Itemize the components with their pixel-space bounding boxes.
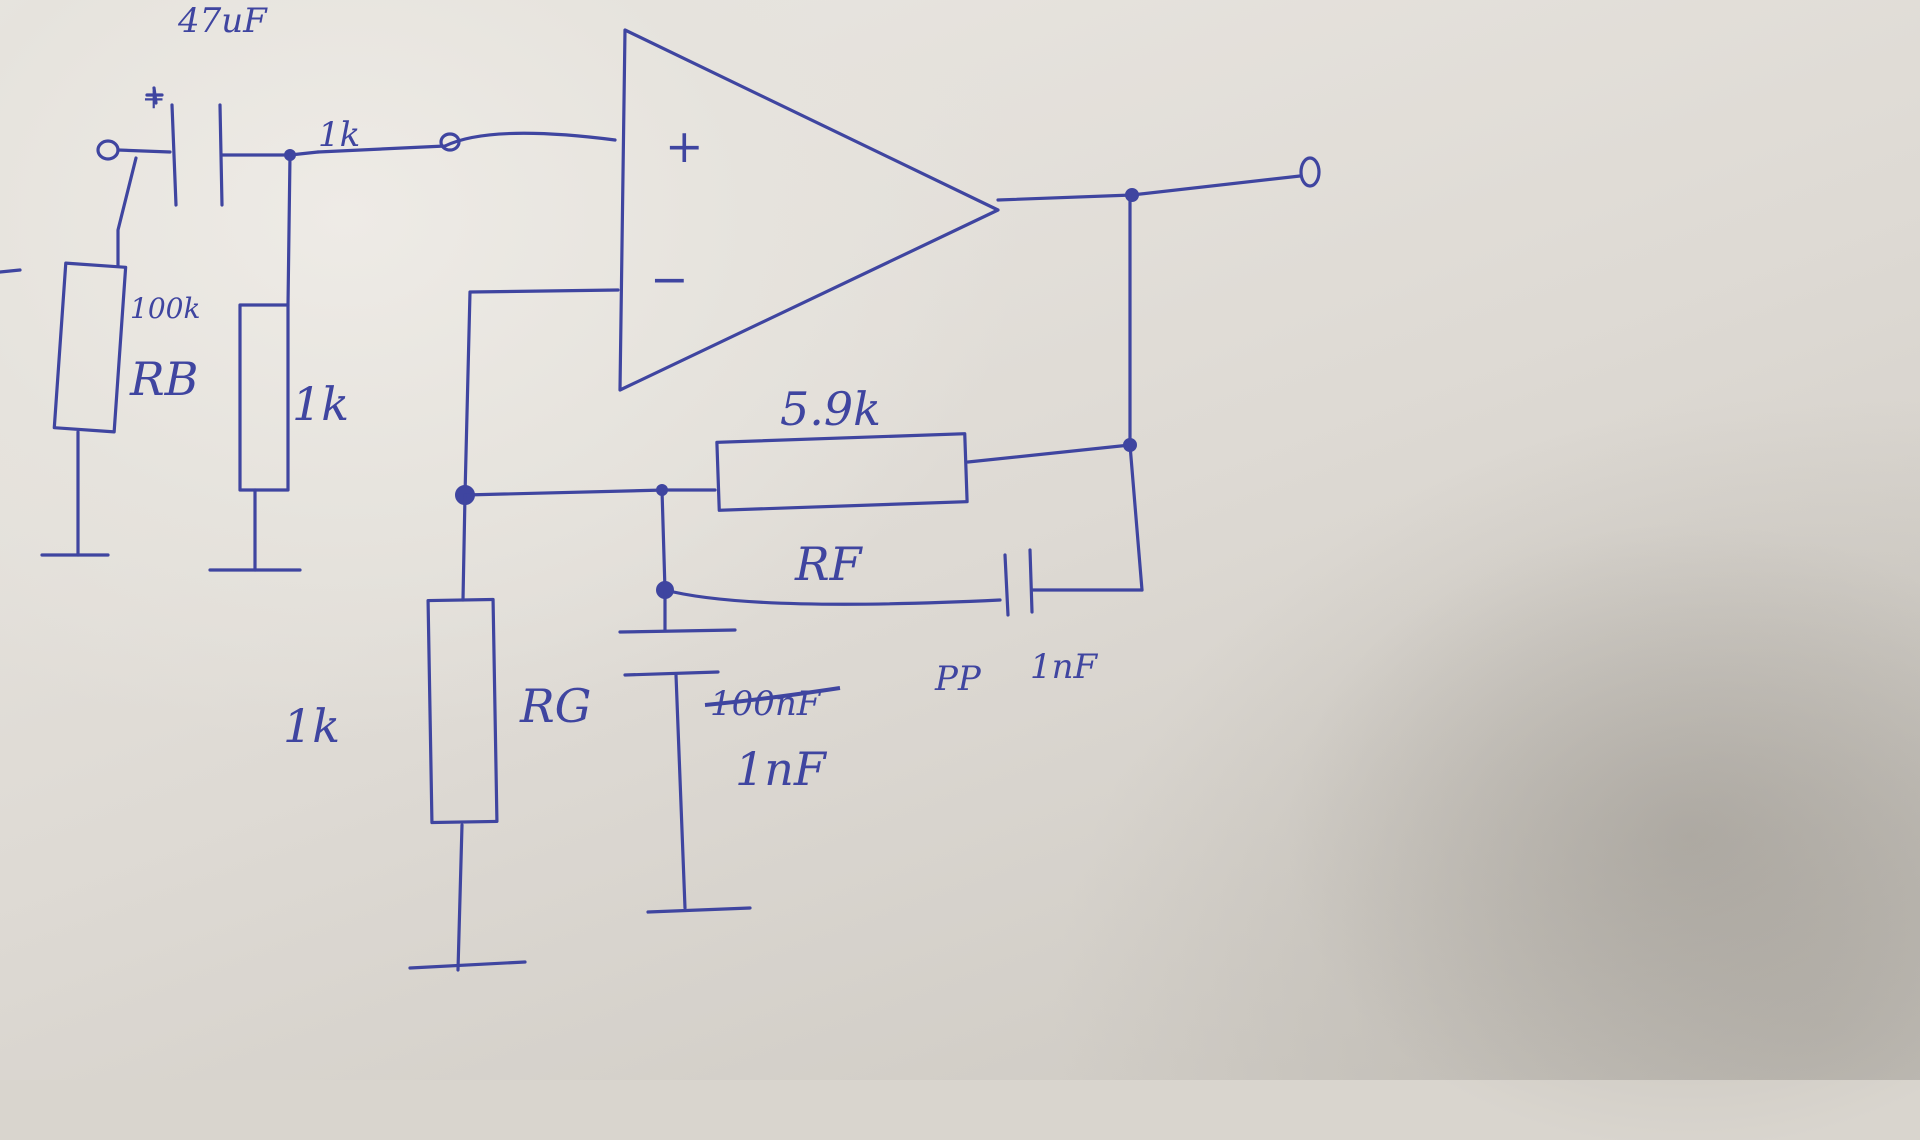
- rf-name-label: RF: [794, 537, 864, 591]
- opamp-plus-label: +: [665, 119, 704, 173]
- wire-to-noninverting: [316, 131, 617, 154]
- circuit-schematic: 47uF + 1k 100k RB 1k + − 5.9k RF PP 1nF: [0, 1, 1321, 972]
- cf-value-label: 1nF: [1030, 647, 1099, 687]
- opamp-triangle: [618, 28, 1000, 392]
- wire-to-series-resistor: [288, 150, 320, 157]
- output-terminal: [1299, 156, 1321, 188]
- feedback-vertical: [1128, 193, 1144, 592]
- shunt-resistor-label: 1k: [292, 377, 349, 431]
- rb-name-label: RB: [129, 352, 198, 406]
- wire-node: [439, 132, 461, 152]
- rg-ground: [408, 960, 527, 970]
- output-junction: [1125, 188, 1139, 202]
- input-wire: [116, 148, 172, 154]
- cf-capacitor: [1003, 548, 1034, 617]
- input-cap-polarity: +: [142, 82, 165, 115]
- rf-value-label: 5.9k: [780, 382, 881, 436]
- shunt-wire-top: [286, 153, 292, 307]
- rf-wire-right: [966, 443, 1132, 464]
- shunt-resistor: [238, 303, 290, 492]
- rf-resistor: [715, 432, 969, 512]
- rg-wire-bottom: [456, 823, 464, 972]
- inverting-wire: [463, 288, 620, 497]
- series-resistor-label: 1k: [318, 115, 360, 155]
- rg-resistor: [426, 597, 499, 825]
- cf-wire-left: [660, 488, 1002, 606]
- stray-mark: [0, 268, 22, 274]
- rg-wire-top: [461, 493, 467, 602]
- rb-value-label: 100k: [130, 292, 200, 325]
- cg-capacitor: [618, 628, 737, 677]
- rb-resistor: [52, 261, 128, 434]
- output-wire: [996, 174, 1302, 202]
- input-cap-label: 47uF: [177, 1, 268, 41]
- cg-strikethrough: [704, 686, 841, 707]
- cf-type-label: PP: [934, 659, 982, 699]
- input-terminal: [96, 139, 120, 161]
- opamp-minus-label: −: [650, 252, 689, 306]
- cg-wire-bottom: [674, 673, 687, 910]
- rg-name-label: RG: [519, 679, 591, 733]
- rf-wire-left: [463, 488, 717, 497]
- cg-ground: [646, 906, 752, 914]
- rg-value-label: 1k: [283, 699, 340, 753]
- rb-wire-top: [116, 156, 138, 267]
- cg-value-label: 1nF: [735, 742, 828, 796]
